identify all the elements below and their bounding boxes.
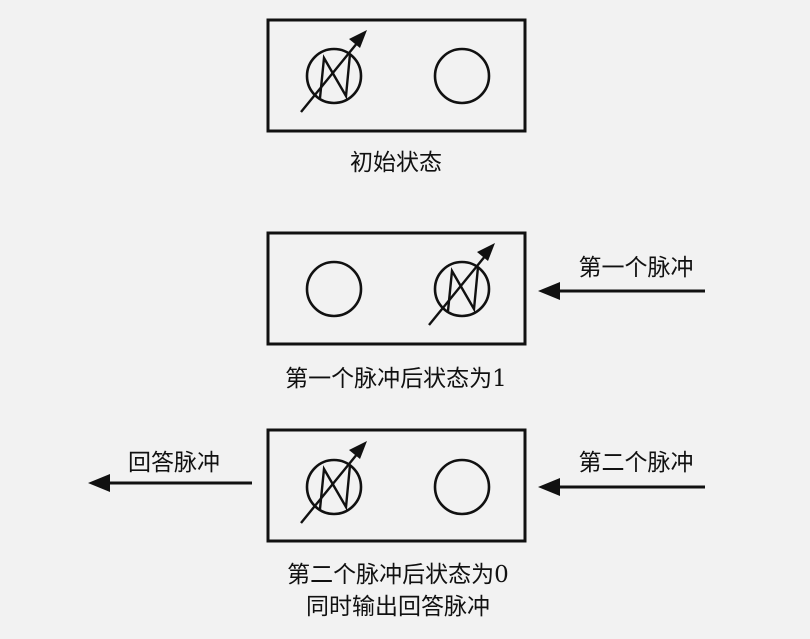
input-pulse-label: 第二个脉冲 (579, 450, 694, 476)
input-arrow-icon (538, 282, 705, 300)
right-core-circle-icon (433, 458, 491, 516)
panel-frame (266, 18, 527, 133)
panel-initial: 初始状态 (266, 18, 527, 176)
right-core-circle-icon (433, 47, 491, 105)
input-pulse-label: 第一个脉冲 (579, 255, 694, 281)
panel-caption: 第一个脉冲后状态为1 (285, 366, 507, 392)
output-arrow-icon (88, 474, 252, 492)
left-core-circle-icon (305, 260, 363, 318)
panel-caption-line-1: 第二个脉冲后状态为0 (287, 562, 509, 588)
panel-caption-line-2: 同时输出回答脉冲 (306, 594, 490, 620)
panel-after-first-pulse: 第一个脉冲后状态为1 第一个脉冲 (266, 231, 705, 392)
output-pulse-label: 回答脉冲 (128, 450, 220, 476)
panel-after-second-pulse: 第二个脉冲后状态为0 同时输出回答脉冲 第二个脉冲 回答脉冲 (88, 428, 705, 620)
left-core-magnetized-icon (299, 439, 369, 525)
right-core-magnetized-icon (427, 241, 497, 327)
panel-frame (266, 428, 527, 543)
panel-frame (266, 231, 527, 346)
panel-caption: 初始状态 (350, 150, 442, 176)
input-arrow-icon (538, 478, 705, 496)
left-core-magnetized-icon (299, 28, 369, 114)
